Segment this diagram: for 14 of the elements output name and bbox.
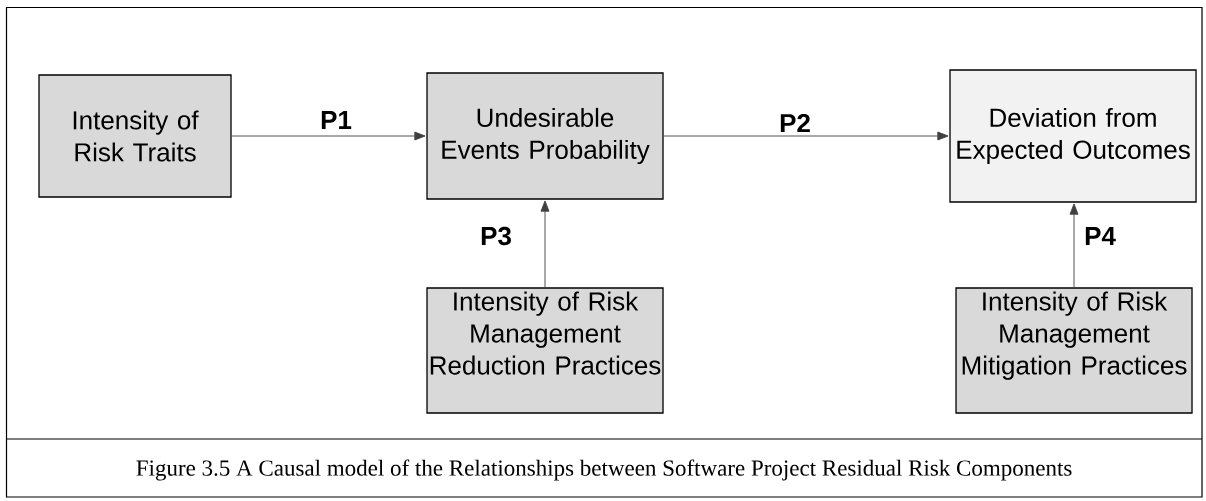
edge-label: P2 [780, 113, 810, 133]
arrow [663, 131, 949, 141]
arrow [540, 200, 550, 288]
arrow [1069, 203, 1079, 288]
edge-label: P4 [1085, 227, 1116, 245]
arrow [231, 131, 426, 141]
caption: Figure 3.5 A Causal model of the Relationships between Software Project Residual Risk Components [136, 459, 1072, 481]
edge-label: P1 [321, 111, 352, 129]
process-box: Intensity of Risk Management Mitigation Practices [955, 287, 1193, 414]
process-box: Intensity of Risk Traits [38, 74, 232, 198]
process-box: Undesirable Events Probability [426, 72, 664, 200]
process-box: Intensity of Risk Management Reduction Practices [426, 287, 664, 414]
edge-label: P3 [481, 226, 511, 246]
process-box: Deviation from Expected Outcomes [949, 69, 1197, 203]
